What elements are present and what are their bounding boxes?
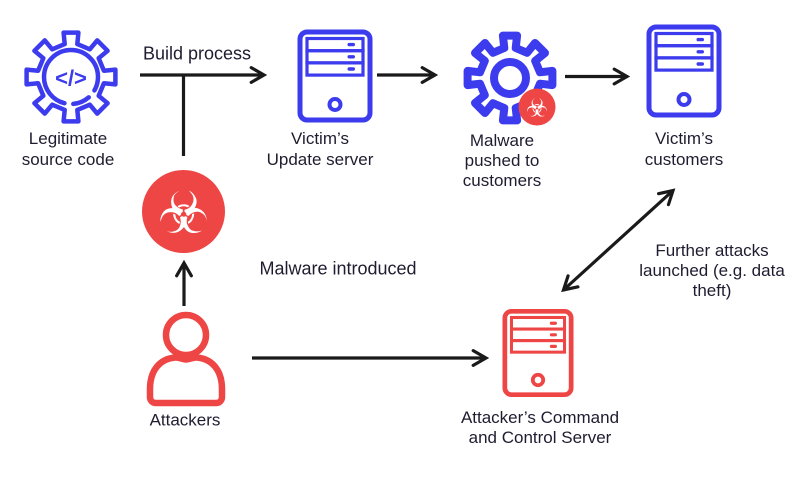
gear-biohazard-icon: ☣ <box>463 31 557 126</box>
update-server-icon <box>297 29 373 123</box>
biohazard-glyph: ☣ <box>158 179 210 247</box>
attackers-label: Attackers <box>149 410 221 430</box>
biohazard-badge-glyph: ☣ <box>526 94 548 123</box>
build-process-label: Build process <box>142 43 252 64</box>
cc-server-label: Attacker’s Command and Control Server <box>460 408 620 447</box>
biohazard-badge <box>518 88 556 126</box>
update-server-label: Victim’s Update server <box>266 129 374 169</box>
source-code-label: Legitimate source code <box>21 129 115 169</box>
person-icon <box>146 311 226 407</box>
biohazard-icon: ☣ <box>142 170 225 253</box>
cc-server-icon <box>502 308 574 398</box>
cc-customers-double-arrow <box>561 188 676 293</box>
malware-introduced-label: Malware introduced <box>259 258 417 279</box>
code-glyph: </> <box>55 66 87 91</box>
further-attacks-label: Further attacks launched (e.g. data thef… <box>639 241 785 300</box>
customers-label: Victim’s customers <box>644 129 724 169</box>
gear-code-icon: </> <box>24 30 118 124</box>
malware-pushed-label: Malware pushed to customers <box>462 131 542 190</box>
customers-server-icon <box>646 24 722 118</box>
